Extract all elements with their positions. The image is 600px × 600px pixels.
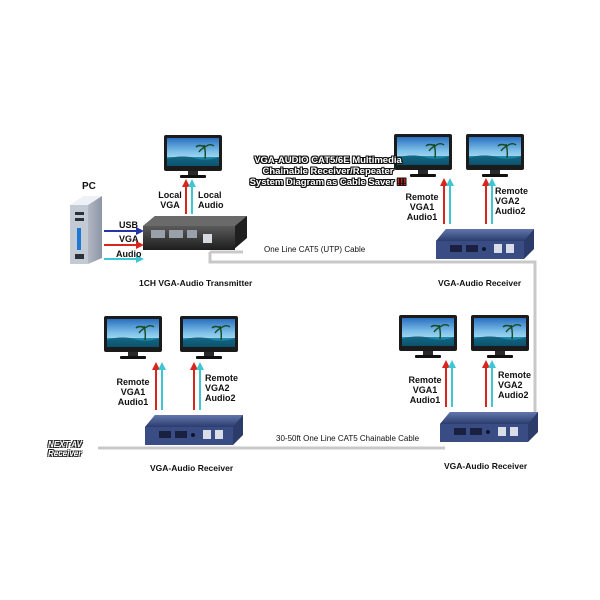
r1-remote1-label: Remote VGA1 Audio1 [404, 192, 440, 222]
r1-remote2-line3: Audio2 [495, 206, 526, 216]
r2-remote2-line1: Remote [498, 370, 532, 380]
r1-remote2-line1: Remote [495, 186, 529, 196]
r2-remote2-line2: VGA2 [498, 380, 523, 390]
local-audio-line1: Local [198, 190, 222, 200]
vga-label: VGA [119, 234, 139, 244]
r3-remote1-label: Remote VGA1 Audio1 [115, 377, 151, 407]
transmitter-label: 1CH VGA-Audio Transmitter [139, 278, 253, 288]
local-vga-line2: VGA [160, 200, 180, 210]
monitor-r3-vga1 [103, 315, 163, 360]
title-line-3-text: System Diagram as Cable Saver [249, 177, 395, 188]
pc-arrows [104, 227, 144, 263]
diagram-title: VGA-AUDIO CAT5/6E Multimedia Chainable R… [228, 155, 428, 188]
r3-remote1-line3: Audio1 [117, 397, 149, 407]
r3-remote1-line1: Remote [116, 377, 150, 387]
top-cable-label: One Line CAT5 (UTP) Cable [264, 245, 366, 254]
receiver-1-device [436, 229, 534, 259]
r2-label: VGA-Audio Receiver [444, 461, 528, 471]
r1-remote1-line1: Remote [405, 192, 439, 202]
local-vga-line1: Local [158, 190, 182, 200]
title-line-2: Chainable Receiver/Repeater [262, 166, 394, 177]
r2-remote1-line3: Audio1 [409, 395, 441, 405]
monitor-r3-vga2 [179, 315, 239, 360]
r1-remote1-line3: Audio1 [406, 212, 438, 222]
local-audio-line2: Audio [198, 200, 224, 210]
usb-label: USB [119, 220, 139, 230]
r2-remote2-line3: Audio2 [498, 390, 529, 400]
title-emphasis: !!! [396, 177, 407, 188]
local-vga-label: Local VGA [156, 190, 184, 210]
next-av-line1: NEXT AV [48, 440, 82, 449]
bottom-cable-label: 30-50ft One Line CAT5 Chainable Cable [276, 434, 420, 443]
r2-remote2-label: Remote VGA2 Audio2 [498, 370, 531, 400]
transmitter-device [143, 216, 247, 250]
r3-remote2-line1: Remote [205, 373, 239, 383]
r2-remote1-label: Remote VGA1 Audio1 [407, 375, 443, 405]
r1-remote2-label: Remote VGA2 Audio2 [495, 186, 528, 216]
audio-label: Audio [116, 249, 142, 259]
title-line-3: System Diagram as Cable Saver !!! [228, 177, 428, 188]
r2-remote1-line1: Remote [408, 375, 442, 385]
r1-remote1-line2: VGA1 [409, 202, 435, 212]
r1-label: VGA-Audio Receiver [438, 278, 522, 288]
local-audio-label: Local Audio [198, 190, 224, 210]
local-monitor [163, 134, 223, 179]
r1-remote2-line2: VGA2 [495, 196, 520, 206]
r2-arrows [442, 360, 496, 407]
r3-remote2-label: Remote VGA2 Audio2 [205, 373, 238, 403]
next-av-receiver-label: NEXT AV Receiver [48, 440, 82, 458]
r2-remote1-line2: VGA1 [412, 385, 438, 395]
receiver-3-device [145, 415, 243, 445]
monitor-r2-vga2 [470, 314, 530, 359]
next-av-line2: Receiver [48, 449, 82, 458]
r3-remote1-line2: VGA1 [120, 387, 146, 397]
title-line-1: VGA-AUDIO CAT5/6E Multimedia [254, 155, 402, 166]
pc-tower [70, 196, 102, 264]
monitor-r1-vga2 [465, 133, 525, 178]
local-arrows [182, 179, 196, 214]
r3-label: VGA-Audio Receiver [150, 463, 234, 473]
pc-label: PC [82, 181, 96, 192]
r3-remote2-line3: Audio2 [205, 393, 236, 403]
r1-arrows [440, 178, 496, 224]
receiver-2-device [440, 412, 538, 442]
r3-remote2-line2: VGA2 [205, 383, 230, 393]
monitor-r2-vga1 [398, 314, 458, 359]
r3-arrows [152, 362, 204, 410]
